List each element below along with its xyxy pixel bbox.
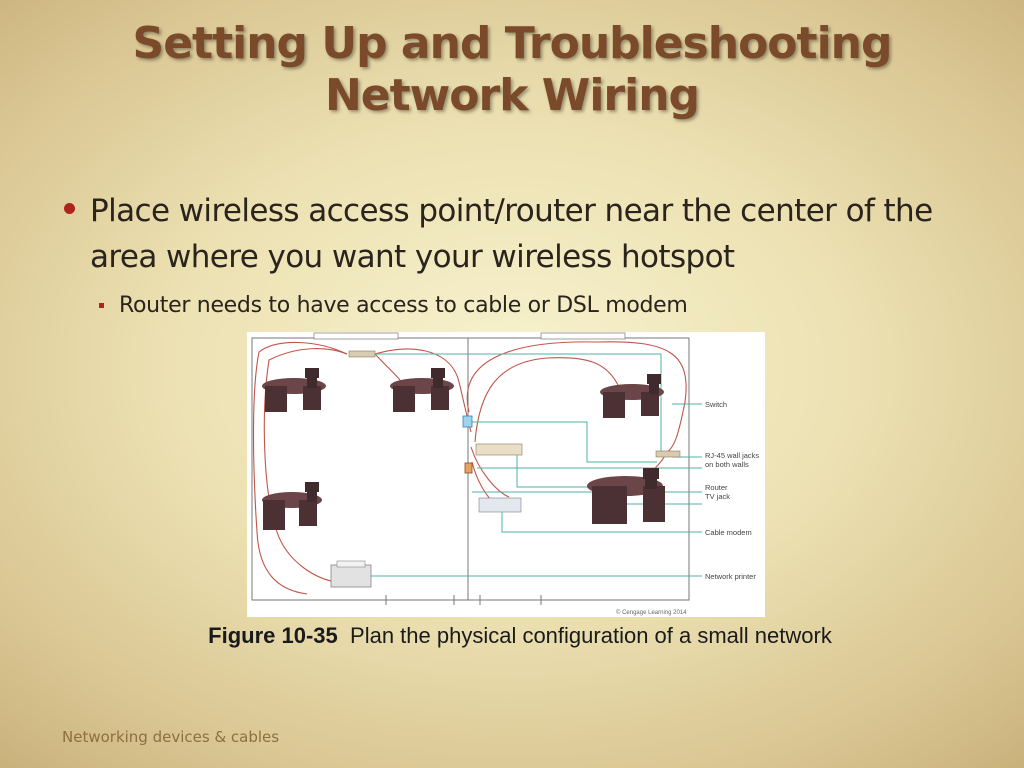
network-diagram: Switch RJ-45 wall jacks on both walls Ro… [247, 332, 765, 617]
label-network-printer: Network printer [705, 572, 756, 581]
router-device [475, 443, 523, 456]
network-printer-device [330, 564, 372, 588]
door-ticks [385, 595, 542, 605]
room-outline [251, 337, 690, 601]
label-tv-jack: TV jack [705, 492, 730, 501]
desk-5 [587, 468, 665, 524]
desks [262, 368, 665, 530]
bullet-1: Place wireless access point/router near … [64, 188, 984, 280]
label-router: Router [705, 483, 728, 492]
label-jacks-line-2: on both walls [705, 460, 749, 469]
network-diagram-svg: Switch RJ-45 wall jacks on both walls Ro… [251, 332, 759, 616]
bullet-1-text: Place wireless access point/router near … [90, 193, 933, 275]
desk-2 [390, 368, 454, 412]
subbullet-1: Router needs to have access to cable or … [99, 290, 959, 322]
window-left [313, 332, 399, 340]
title-line-1: Setting Up and Troubleshooting [132, 18, 893, 69]
figure-caption-label: Figure 10-35 [208, 623, 338, 648]
printer-paper-tray [336, 560, 366, 568]
copyright-notice: © Cengage Learning 2014 [616, 609, 687, 616]
bullet-square-icon [99, 303, 104, 308]
slide-footer: Networking devices & cables [62, 728, 280, 746]
slide-title: Setting Up and Troubleshooting Network W… [60, 18, 964, 122]
bullet-dot-icon [64, 203, 75, 214]
switch-left-device [348, 350, 376, 358]
switch-right-device [655, 450, 681, 458]
label-cable-modem: Cable modem [705, 528, 752, 537]
desk-1 [262, 368, 326, 412]
subbullet-1-text: Router needs to have access to cable or … [119, 293, 688, 318]
cable-modem-device [478, 497, 522, 513]
tv-jack-device [464, 462, 473, 474]
figure-caption-text: Plan the physical configuration of a sma… [350, 623, 832, 648]
window-right [540, 332, 626, 340]
label-jacks-line-1: RJ-45 wall jacks [705, 451, 759, 460]
wall-jack-device [462, 415, 473, 428]
desk-4 [600, 374, 664, 418]
title-line-2: Network Wiring [324, 70, 700, 121]
label-switch: Switch [705, 400, 727, 409]
desk-3 [262, 482, 322, 530]
figure-caption: Figure 10-35 Plan the physical configura… [120, 623, 920, 649]
